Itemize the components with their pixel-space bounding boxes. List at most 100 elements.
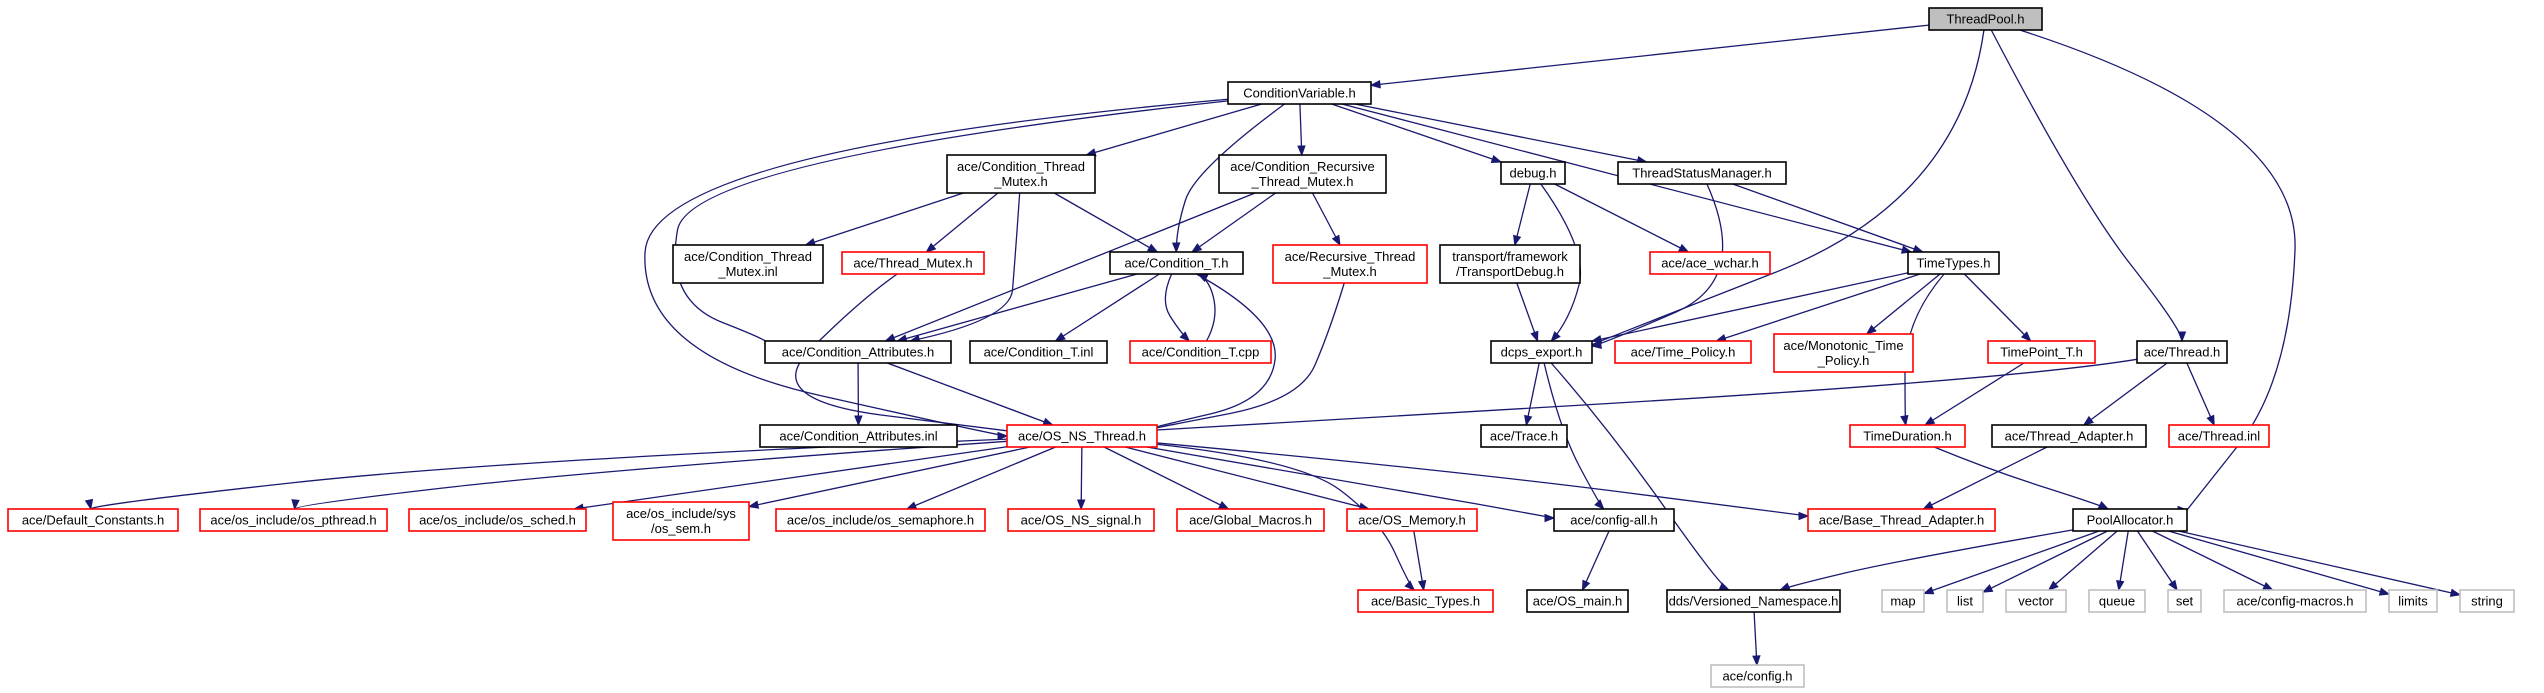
node-ossyssem[interactable]: ace/os_include/sys/os_sem.h bbox=[612, 501, 750, 541]
node-box bbox=[1553, 508, 1675, 532]
node-threadstatus[interactable]: ThreadStatusManager.h bbox=[1617, 161, 1787, 185]
arrowhead-debug-to-transportdebug bbox=[1513, 234, 1522, 247]
node-threadpool[interactable]: ThreadPool.h bbox=[1928, 7, 2043, 31]
node-osnssignal[interactable]: ace/OS_NS_signal.h bbox=[1007, 508, 1155, 532]
edge-condT-to-condattr bbox=[897, 273, 1138, 342]
edge-poolallocator-to-queue bbox=[2118, 530, 2129, 591]
node-label: _Mutex.h bbox=[993, 174, 1047, 189]
node-threadmutex[interactable]: ace/Thread_Mutex.h bbox=[841, 251, 985, 275]
node-basethreadadapter[interactable]: ace/Base_Thread_Adapter.h bbox=[1807, 508, 1996, 532]
node-box bbox=[1666, 589, 1841, 613]
node-label: ace/Condition_T.inl bbox=[984, 345, 1094, 360]
node-condTinl[interactable]: ace/Condition_T.inl bbox=[969, 340, 1108, 364]
node-configall[interactable]: ace/config-all.h bbox=[1553, 508, 1675, 532]
node-basictypes[interactable]: ace/Basic_Types.h bbox=[1357, 589, 1494, 613]
node-debug[interactable]: debug.h bbox=[1500, 161, 1566, 185]
node-condattrinl[interactable]: ace/Condition_Attributes.inl bbox=[759, 424, 958, 448]
arrowhead-condvar-to-debug bbox=[1490, 154, 1503, 163]
node-recursivemutex[interactable]: ace/Recursive_Thread_Mutex.h bbox=[1272, 244, 1428, 284]
node-poolallocator[interactable]: PoolAllocator.h bbox=[2072, 508, 2188, 532]
arrowhead-debug-to-dcpsexport bbox=[1550, 331, 1561, 343]
node-timepolicy[interactable]: ace/Time_Policy.h bbox=[1614, 340, 1752, 364]
node-osmemory[interactable]: ace/OS_Memory.h bbox=[1346, 508, 1478, 532]
node-versionedns[interactable]: dds/Versioned_Namespace.h bbox=[1666, 589, 1841, 613]
node-aceconfig[interactable]: ace/config.h bbox=[1710, 664, 1805, 688]
node-globalmacros[interactable]: ace/Global_Macros.h bbox=[1176, 508, 1325, 532]
arrowhead-timetypes-to-dcpsexport bbox=[1590, 334, 1603, 344]
node-threadadapter[interactable]: ace/Thread_Adapter.h bbox=[1991, 424, 2147, 448]
node-string[interactable]: string bbox=[2459, 589, 2515, 613]
node-box bbox=[2167, 589, 2202, 613]
edge-acethread-to-osnsthread bbox=[1156, 358, 2138, 431]
arrowhead-poolallocator-to-versionedns bbox=[1778, 582, 1791, 591]
node-osmain[interactable]: ace/OS_main.h bbox=[1526, 589, 1629, 613]
arrowhead-poolallocator-to-string bbox=[2449, 588, 2462, 597]
node-label: vector bbox=[2018, 594, 2054, 609]
node-ossemaphore[interactable]: ace/os_include/os_semaphore.h bbox=[775, 508, 986, 532]
node-acewchar[interactable]: ace/ace_wchar.h bbox=[1649, 251, 1771, 275]
edge-threadmutex-to-osnsthread bbox=[795, 273, 1008, 432]
node-box bbox=[2223, 589, 2367, 613]
edge-osnsthread-to-defaultconstants bbox=[90, 438, 1008, 510]
node-label: ace/Condition_Recursive bbox=[1230, 159, 1375, 174]
node-map[interactable]: map bbox=[1881, 589, 1925, 613]
node-box bbox=[1881, 589, 1925, 613]
node-ospthread[interactable]: ace/os_include/os_pthread.h bbox=[199, 508, 388, 532]
arrowhead-configall-to-osmain bbox=[1581, 579, 1591, 592]
node-timetypes[interactable]: TimeTypes.h bbox=[1907, 251, 2000, 275]
node-box bbox=[1227, 81, 1372, 105]
node-transportdebug[interactable]: transport/framework/TransportDebug.h bbox=[1439, 244, 1581, 284]
node-condT[interactable]: ace/Condition_T.h bbox=[1109, 251, 1244, 275]
node-box bbox=[1946, 589, 1984, 613]
node-limits[interactable]: limits bbox=[2388, 589, 2438, 613]
node-dcpsexport[interactable]: dcps_export.h bbox=[1490, 340, 1593, 364]
node-box bbox=[1357, 589, 1494, 613]
node-condthreadmutex[interactable]: ace/Condition_Thread_Mutex.h bbox=[946, 154, 1096, 194]
node-condvar[interactable]: ConditionVariable.h bbox=[1227, 81, 1372, 105]
edge-osmemory-to-basictypes bbox=[1413, 530, 1425, 591]
edge-condrecursive-to-recursivemutex bbox=[1311, 192, 1341, 246]
node-timepointT[interactable]: TimePoint_T.h bbox=[1987, 340, 2096, 364]
node-osnsthread[interactable]: ace/OS_NS_Thread.h bbox=[1006, 424, 1158, 448]
node-box bbox=[841, 251, 985, 275]
node-acetrace[interactable]: ace/Trace.h bbox=[1480, 424, 1568, 448]
node-vector[interactable]: vector bbox=[2005, 589, 2067, 613]
arrowhead-poolallocator-to-map bbox=[1922, 586, 1935, 595]
node-label: ace/Condition_Attributes.inl bbox=[779, 429, 937, 444]
node-configmacros[interactable]: ace/config-macros.h bbox=[2223, 589, 2367, 613]
node-label: ace/Time_Policy.h bbox=[1631, 345, 1736, 360]
node-ossched[interactable]: ace/os_include/os_sched.h bbox=[408, 508, 587, 532]
node-condattr[interactable]: ace/Condition_Attributes.h bbox=[764, 340, 952, 364]
arrowhead-osnsthread-to-defaultconstants bbox=[84, 498, 94, 511]
node-label: _Mutex.h bbox=[1322, 264, 1376, 279]
arrowhead-condvar-to-condrecursive bbox=[1297, 145, 1306, 157]
node-defaultconstants[interactable]: ace/Default_Constants.h bbox=[7, 508, 179, 532]
node-label: set bbox=[2176, 594, 2194, 609]
node-condrecursive[interactable]: ace/Condition_Recursive_Thread_Mutex.h bbox=[1218, 154, 1387, 194]
arrowhead-condrecursive-to-condT bbox=[1190, 243, 1203, 253]
node-queue[interactable]: queue bbox=[2088, 589, 2146, 613]
node-label: ace/OS_NS_signal.h bbox=[1021, 513, 1142, 528]
node-label: ace/os_include/os_pthread.h bbox=[210, 513, 376, 528]
node-condTcpp[interactable]: ace/Condition_T.cpp bbox=[1129, 340, 1272, 364]
node-acethread[interactable]: ace/Thread.h bbox=[2136, 340, 2228, 364]
arrowhead-condattr-to-condattrinl bbox=[854, 415, 863, 427]
node-box bbox=[1907, 251, 2000, 275]
node-label: ace/Monotonic_Time bbox=[1783, 338, 1903, 353]
arrowhead-condrecursive-to-recursivemutex bbox=[1331, 234, 1341, 247]
arrowhead-versionedns-to-aceconfig bbox=[1752, 655, 1761, 667]
node-monotonic[interactable]: ace/Monotonic_Time_Policy.h bbox=[1773, 333, 1914, 373]
node-box bbox=[1006, 424, 1158, 448]
node-label: transport/framework bbox=[1452, 249, 1568, 264]
node-box bbox=[1218, 154, 1387, 194]
node-list[interactable]: list bbox=[1946, 589, 1984, 613]
node-timeduration[interactable]: TimeDuration.h bbox=[1849, 424, 1966, 448]
node-set[interactable]: set bbox=[2167, 589, 2202, 613]
node-condthreadmutexinl[interactable]: ace/Condition_Thread_Mutex.inl bbox=[672, 244, 824, 284]
node-threadinl[interactable]: ace/Thread.inl bbox=[2168, 424, 2270, 448]
node-box bbox=[1490, 340, 1593, 364]
arrowhead-poolallocator-to-list bbox=[1981, 584, 1994, 593]
node-label: ace/Condition_Thread bbox=[684, 249, 812, 264]
edge-poolallocator-to-list bbox=[1982, 530, 2108, 593]
node-box bbox=[969, 340, 1108, 364]
